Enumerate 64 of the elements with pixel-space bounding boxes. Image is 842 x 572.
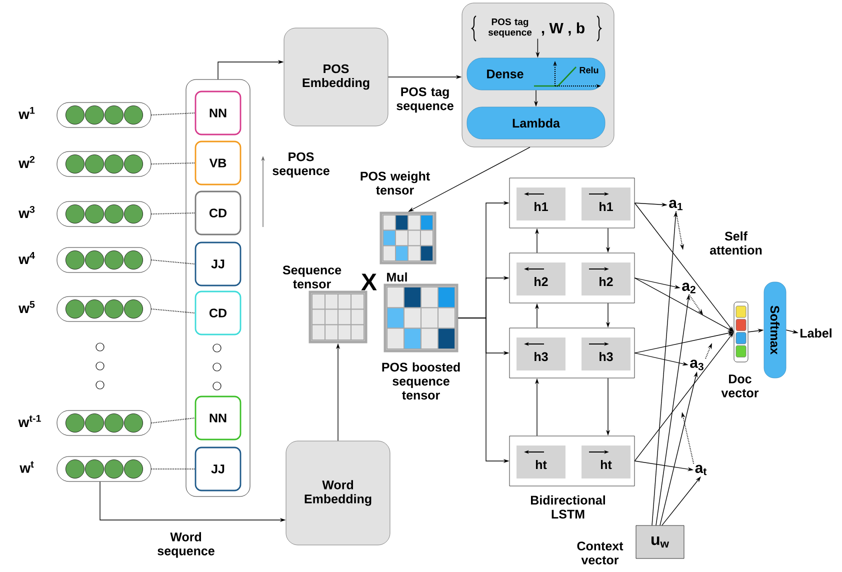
word-vector: [56, 201, 152, 227]
hidden-state-cell: h2: [582, 262, 630, 296]
word-vector: [56, 456, 152, 482]
embedding-box: Word Embedding: [286, 440, 390, 546]
word-label: w$^{4}$: [18, 252, 35, 264]
output-label: Label: [800, 328, 832, 338]
softmax-box: Softmax: [764, 282, 786, 378]
embedding-box: POS Embedding: [284, 28, 388, 126]
context-vector-box: u$_{w}$: [636, 525, 684, 559]
hidden-state-cell: h2: [516, 262, 566, 296]
tag-box: VB: [194, 140, 242, 186]
section-label: Bidirectional LSTM: [530, 495, 605, 519]
tag-box: JJ: [194, 242, 242, 286]
section-label: Doc vector: [721, 374, 759, 398]
tensor-grid: [308, 290, 368, 344]
tag-box: JJ: [194, 446, 242, 492]
hidden-state-cell: h1: [516, 188, 566, 220]
tensor-grid: [380, 212, 436, 264]
hidden-state-cell: ht: [516, 446, 566, 478]
layer-box: Dense Relu: [466, 58, 606, 90]
hidden-state-cell: h3: [582, 338, 630, 370]
word-label: w$^{t-1}$: [18, 415, 41, 427]
layer-box: Lambda: [466, 106, 606, 140]
doc-vector: [734, 302, 748, 362]
tensor-grid: [384, 284, 458, 352]
connector-line: [150, 308, 196, 314]
word-label: w$^{1}$: [18, 107, 35, 119]
multiply-sign: X: [361, 274, 377, 290]
connector-line: [150, 468, 196, 470]
hidden-state-cell: h1: [582, 188, 630, 220]
input-set: POS tag sequence , W , b: [472, 16, 602, 42]
node-caption: POS boosted sequence tensor: [382, 362, 460, 400]
word-vector: [56, 151, 152, 177]
tag-box: CD: [194, 190, 242, 236]
node-caption: POS weight tensor: [360, 171, 430, 195]
word-label: w$^{2}$: [18, 156, 35, 168]
word-label: w$^{t}$: [20, 461, 34, 473]
edge-label: Word sequence: [158, 532, 214, 558]
tag-box: NN: [194, 396, 242, 440]
attention-weight: a$_{1}$: [669, 200, 683, 210]
section-label: Self attention: [710, 231, 762, 255]
hidden-state-cell: ht: [582, 446, 630, 478]
connector-line: [150, 112, 196, 116]
word-vector: [56, 410, 152, 436]
attention-weight: a$_{3}$: [690, 360, 704, 370]
word-vector: [56, 102, 152, 128]
attention-weight: a$_{2}$: [682, 282, 696, 294]
edge-label: POS tag sequence: [396, 87, 454, 113]
operation-label: Mul: [387, 272, 407, 282]
node-caption: Sequence tensor: [282, 266, 342, 288]
word-vector: [56, 296, 152, 322]
arrow-caption: POS sequence: [272, 152, 330, 178]
connector-line: [150, 418, 196, 424]
attention-weight: a$_{t}$: [695, 464, 707, 476]
connector-line: [150, 212, 196, 214]
word-label: w$^{5}$: [18, 301, 35, 313]
word-vector: [56, 247, 152, 273]
connector-line: [150, 162, 196, 164]
connector-line: [150, 260, 196, 264]
hidden-state-cell: h3: [516, 338, 566, 370]
tag-box: CD: [194, 290, 242, 336]
word-label: w$^{3}$: [18, 206, 35, 218]
node-caption: Context vector: [577, 542, 624, 564]
tag-box: NN: [194, 90, 242, 136]
